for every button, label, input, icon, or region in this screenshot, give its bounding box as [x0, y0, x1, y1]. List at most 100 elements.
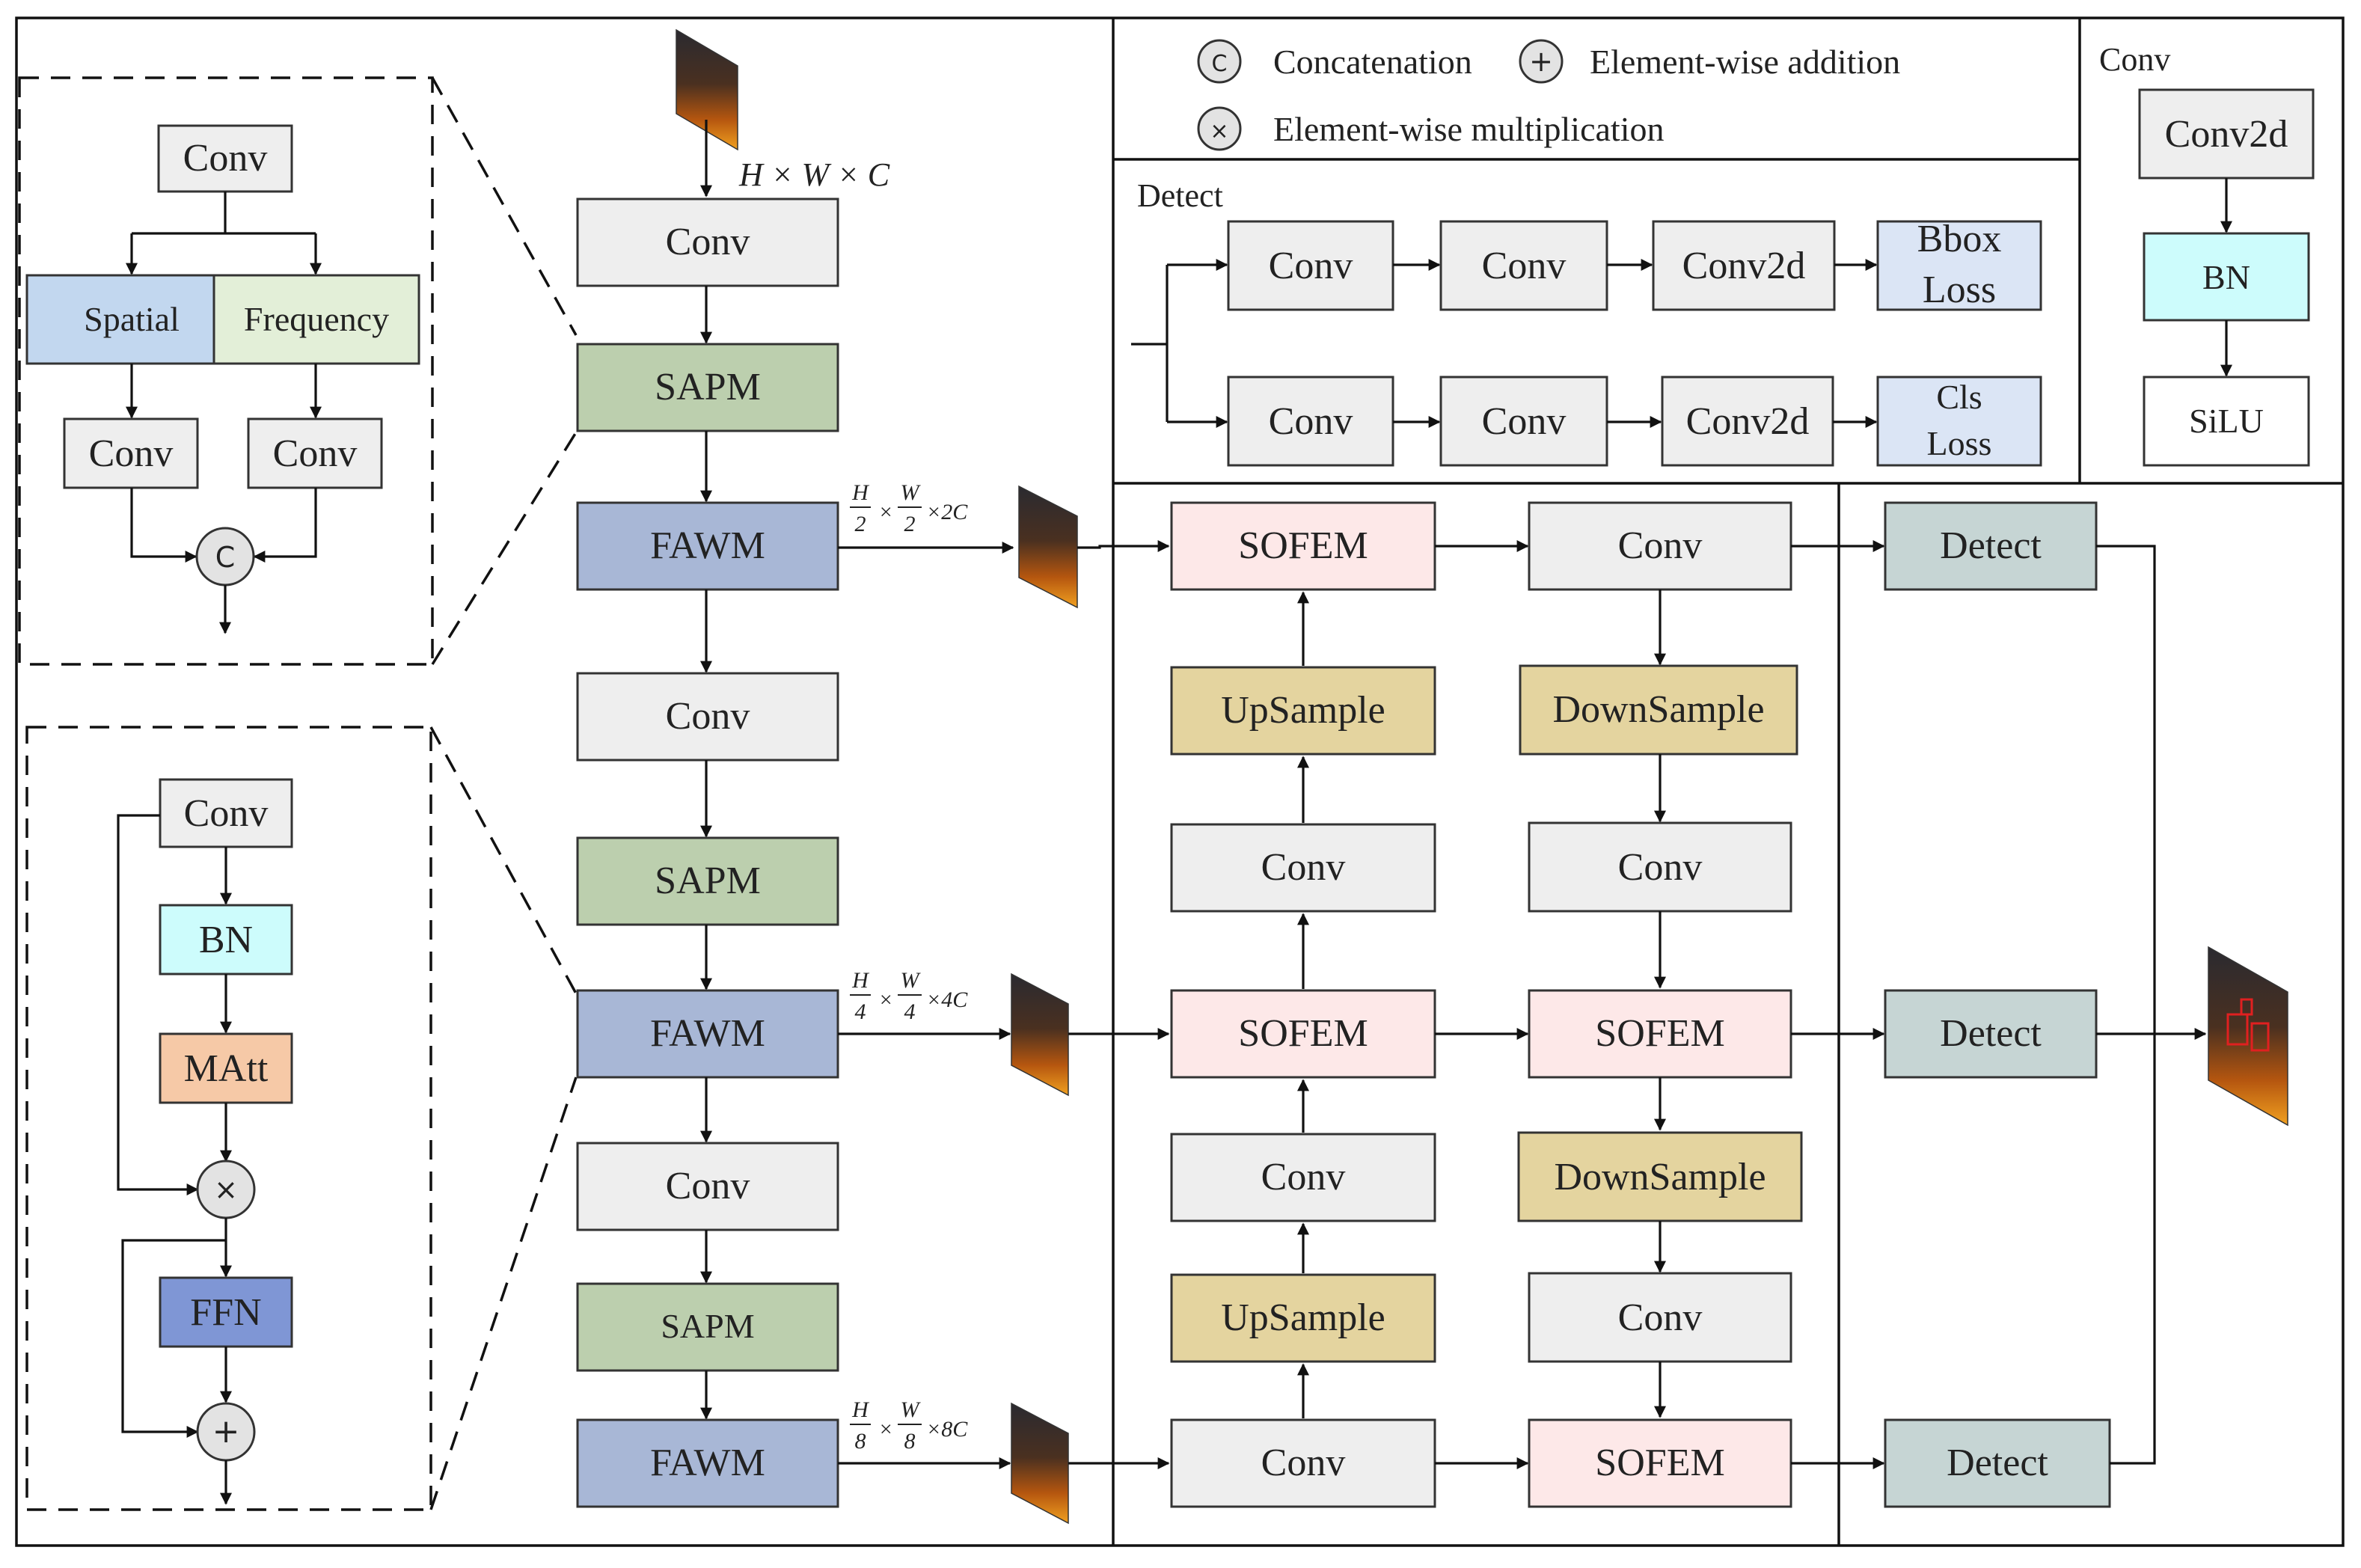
backbone-fawm-1-label: FAWM — [650, 524, 765, 567]
fawm-detail: Conv BN MAtt × FFN + — [25, 726, 578, 1511]
neck-c2-conv-1-label: Conv — [1618, 846, 1703, 889]
feature-map-1 — [1018, 485, 1078, 609]
neck-c2-conv-2-label: Conv — [1618, 1296, 1703, 1339]
bbox-loss-line2: Loss — [1923, 269, 1996, 311]
neck-c1-upsample-2 — [1170, 1273, 1436, 1363]
fawm-bn-block — [159, 904, 293, 976]
backbone-fawm-2 — [576, 989, 839, 1079]
neck-c2-downsample-2 — [1517, 1131, 1803, 1222]
neck-c1-upsample-2-label: UpSample — [1221, 1296, 1385, 1339]
dim2-wd: 4 — [904, 999, 916, 1024]
input-image — [676, 28, 738, 151]
backbone-fawm-2-label: FAWM — [650, 1012, 765, 1055]
head-row1-conv-2 — [1439, 220, 1608, 311]
dim2-w: W — [901, 968, 922, 993]
head-row2-conv-1-label: Conv — [1269, 400, 1353, 443]
dim2-times: × — [878, 987, 893, 1012]
conv-def-silu-label: SiLU — [2189, 402, 2264, 440]
dim3-h: H — [851, 1397, 870, 1422]
neck-c1-conv-2 — [1170, 1133, 1436, 1222]
neck-c2-sofem-mid-label: SOFEM — [1595, 1012, 1724, 1055]
neck-c1-sofem-mid-label: SOFEM — [1238, 1012, 1368, 1055]
spatial-block — [25, 274, 215, 365]
dim3-wd: 8 — [904, 1429, 916, 1454]
backbone-sapm-3 — [576, 1282, 839, 1372]
conv-def-bn-label: BN — [2202, 258, 2250, 296]
head-row2-conv2d-label: Conv2d — [1686, 400, 1810, 443]
matt-block — [159, 1032, 293, 1104]
fawm-conv-block — [159, 778, 293, 848]
cls-loss-line1: Cls — [1936, 378, 1982, 416]
backbone: H × W × C Conv SAPM FAWM Conv SAPM FAWM … — [576, 28, 890, 1508]
backbone-fawm-3-label: FAWM — [650, 1442, 765, 1484]
dim1-times: × — [878, 500, 893, 524]
head-row1-conv2d-label: Conv2d — [1682, 245, 1806, 287]
sapm-conv-label: Conv — [183, 137, 268, 180]
sapm-conv-left-label: Conv — [89, 432, 174, 475]
feature-map-3 — [1011, 1402, 1069, 1525]
backbone-conv-2 — [576, 672, 839, 762]
detect-block-1-label: Detect — [1940, 524, 2042, 567]
fawm-mul-symbol: × — [214, 1173, 238, 1206]
bbox-loss-block — [1876, 220, 2042, 311]
output-image — [2208, 946, 2288, 1127]
outer-frame — [15, 16, 2345, 1547]
dim2-c: ×4C — [926, 987, 968, 1012]
neck-c1-sofem-top-label: SOFEM — [1238, 524, 1368, 567]
legend-mul-label: Element-wise multiplication — [1273, 110, 1665, 148]
input-dim-label: H × W × C — [738, 156, 890, 193]
spatial-label: Spatial — [84, 300, 180, 338]
add-symbol: + — [1529, 45, 1553, 78]
neck-c2-sofem-bottom-label: SOFEM — [1595, 1442, 1724, 1484]
conv-definition: Conv Conv2d BN SiLU — [2099, 41, 2315, 467]
conv-def-conv2d-label: Conv2d — [2165, 113, 2288, 156]
detect-block-3-label: Detect — [1947, 1442, 2048, 1484]
sapm-detail: Conv Spatial Frequency Conv Conv C — [18, 76, 578, 666]
dim1-w: W — [901, 480, 922, 505]
dim1-h: H — [851, 480, 870, 505]
dim2-hd: 4 — [855, 999, 866, 1024]
neck-c1-conv-bottom — [1170, 1418, 1436, 1508]
dim3-w: W — [901, 1397, 922, 1422]
neck-c1-conv-2-label: Conv — [1261, 1156, 1346, 1198]
dim1-c: ×2C — [926, 500, 968, 524]
backbone-conv-1-label: Conv — [666, 221, 750, 263]
head-row1-conv-1-label: Conv — [1269, 245, 1353, 287]
dim3-hd: 8 — [855, 1429, 866, 1454]
mul-symbol: × — [1210, 118, 1228, 144]
neck-c1-conv-bottom-label: Conv — [1261, 1442, 1346, 1484]
cls-loss-line2: Loss — [1927, 424, 1992, 462]
fawm-bn-label: BN — [199, 919, 253, 961]
detect-head-title: Detect — [1137, 177, 1223, 214]
backbone-sapm-2-label: SAPM — [655, 860, 761, 902]
conv-def-bn — [2143, 232, 2310, 322]
legend-mul: × Element-wise multiplication — [1197, 106, 1665, 151]
backbone-fawm-1 — [576, 501, 839, 591]
backbone-conv-1 — [576, 197, 839, 287]
conv-def-title: Conv — [2099, 41, 2170, 78]
dim3-c: ×8C — [926, 1417, 968, 1442]
neck-c1-sofem-top — [1170, 501, 1436, 591]
cls-loss-block — [1876, 376, 2042, 467]
head-row1-conv2d — [1652, 220, 1836, 311]
dim1-hd: 2 — [855, 512, 866, 536]
sapm-conv-left — [63, 417, 199, 489]
neck-c2-conv-top-label: Conv — [1618, 524, 1703, 567]
neck-c1-upsample-1-label: UpSample — [1221, 689, 1385, 732]
concat-symbol: C — [1212, 51, 1228, 77]
backbone-sapm-2 — [576, 836, 839, 926]
head-row1-conv-1 — [1227, 220, 1394, 311]
conv-def-silu — [2143, 376, 2310, 467]
neck-c2-sofem-bottom — [1528, 1418, 1792, 1508]
neck-c2-conv-top — [1528, 501, 1792, 591]
legend-concat-label: Concatenation — [1273, 43, 1472, 81]
backbone-conv-2-label: Conv — [666, 695, 750, 738]
sapm-conv-block — [157, 124, 293, 193]
neck-c1-conv-1-label: Conv — [1261, 846, 1346, 889]
neck: SOFEM UpSample Conv SOFEM Conv UpSample … — [1170, 501, 2288, 1508]
legend-concat: C Concatenation — [1197, 39, 1472, 84]
backbone-sapm-3-label: SAPM — [661, 1307, 754, 1345]
dim-label-2: H 4 × W 4 ×4C — [850, 968, 968, 1024]
fawm-add-symbol: + — [212, 1412, 240, 1451]
